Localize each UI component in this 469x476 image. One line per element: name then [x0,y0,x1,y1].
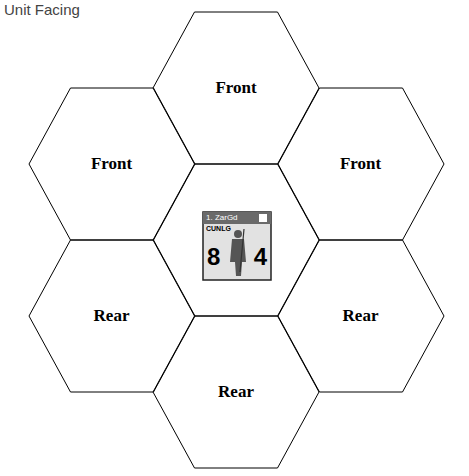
hex-border [29,88,195,240]
facing-label: Front [340,154,381,174]
facing-label: Rear [94,306,130,326]
unit-type: CUNLG [203,224,271,234]
hex-border [153,12,319,164]
unit-counter: 1. ZarGdCUNLG 8 4 [203,212,271,280]
soldier-figure [230,229,246,276]
facing-hex: Rear [153,316,319,468]
hex-border [278,240,444,392]
facing-label: Rear [343,306,379,326]
combat-value: 8 [203,243,220,271]
facing-label: Front [215,78,256,98]
facing-label: Front [91,154,132,174]
facing-hex: Front [153,12,319,164]
unit-name: 1. ZarGd [203,212,271,224]
facing-hex: Rear [278,240,444,392]
hex-border [278,88,444,240]
facing-label: Rear [218,382,254,402]
hex-border [29,240,195,392]
center-hex [153,164,319,316]
counter-header [203,212,271,224]
facing-hex: Front [29,88,195,240]
counter-marker [259,214,267,222]
facing-hex: Rear [29,240,195,392]
diagram-title: Unit Facing [4,1,80,18]
counter-body [203,212,271,280]
facing-hex: Front [278,88,444,240]
movement-value: 4 [254,243,271,271]
hex-border [153,316,319,468]
